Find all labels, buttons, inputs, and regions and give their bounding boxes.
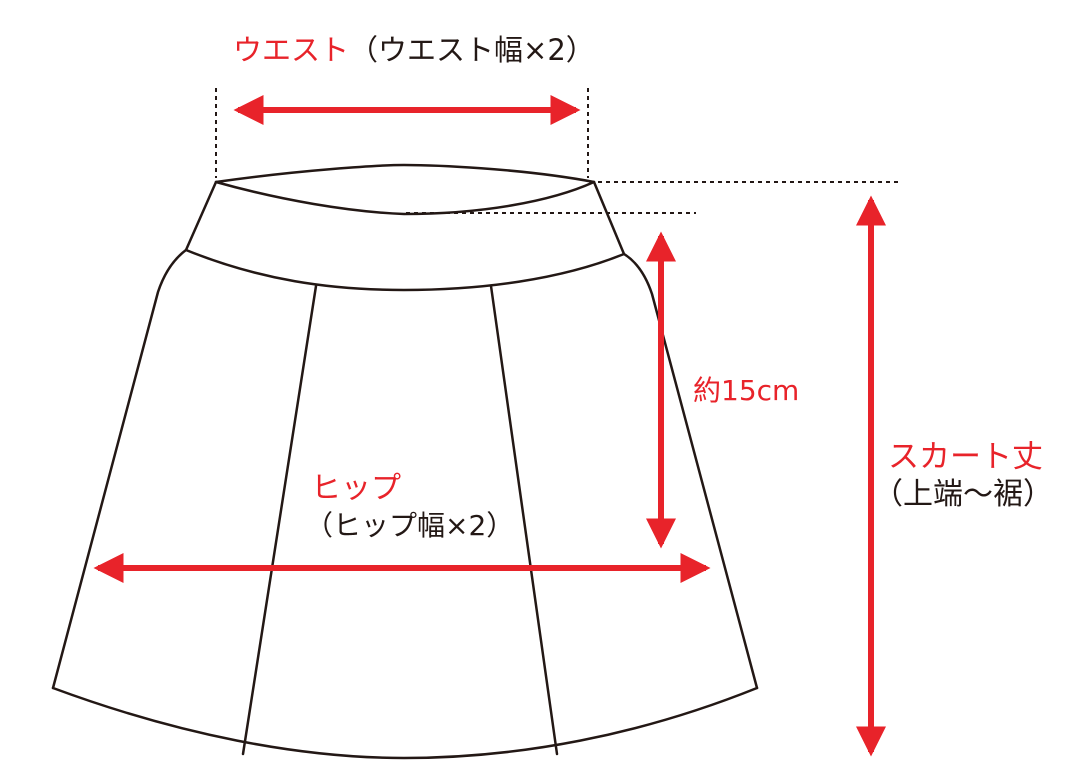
hip-depth-label: 約15cm	[693, 374, 800, 407]
waist-label: ウエスト	[233, 33, 350, 67]
waistband-right-side	[592, 180, 626, 256]
panel-seam-right	[489, 284, 559, 756]
hip-label: ヒップ	[311, 471, 401, 506]
skirt-right-edge	[622, 252, 759, 690]
waist-label-group: ウエスト（ウエスト幅×2）	[233, 36, 595, 65]
skirt-outline	[51, 163, 759, 760]
skirt-hem	[51, 686, 759, 760]
guide-lines	[215, 88, 898, 214]
waistband-top-edge	[214, 163, 596, 184]
waistband-bottom-seam	[184, 248, 626, 292]
skirt-length-sub-label: （上端〜裾）	[873, 477, 1053, 512]
waist-sub-label: （ウエスト幅×2）	[349, 33, 595, 67]
measurement-arrows	[93, 95, 886, 757]
hip-sub-label: （ヒップ幅×2）	[305, 509, 515, 542]
waistband-front-edge	[214, 180, 596, 216]
panel-seam-left	[241, 284, 318, 756]
skirt-left-edge	[51, 248, 188, 690]
waistband-left-side	[184, 180, 218, 252]
skirt-length-label: スカート丈	[888, 439, 1043, 475]
